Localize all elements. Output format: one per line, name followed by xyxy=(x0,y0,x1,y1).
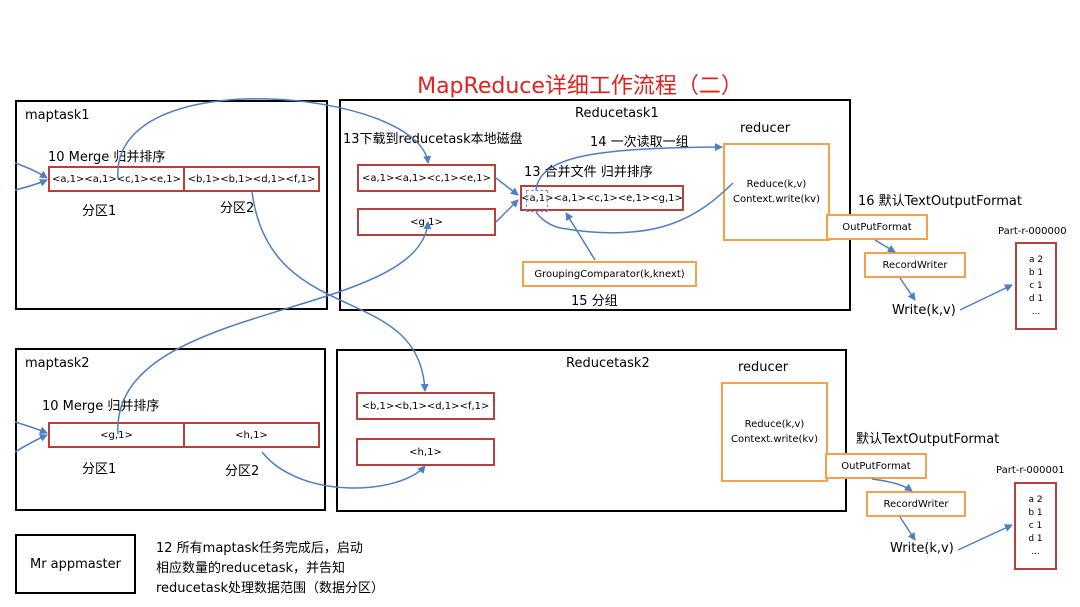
output-format-label-2: 默认TextOutputFormat xyxy=(856,432,1000,447)
reducetask1-group-highlight xyxy=(526,190,548,212)
reducetask1-download-label: 13下载到reducetask本地磁盘 xyxy=(343,132,523,147)
grouping-label: 15 分组 xyxy=(571,294,618,309)
reducetask2-file1: <b,1><b,1><d,1><f,1> xyxy=(356,392,495,420)
reducetask1-reducer-box: Reduce(k,v) Context.write(kv) xyxy=(723,143,830,241)
reducetask2-label: Reducetask2 xyxy=(566,356,650,371)
appmaster-note-line: 12 所有maptask任务完成后，启动 xyxy=(156,541,363,556)
maptask2-partition2: <h,1> xyxy=(183,422,320,448)
reducetask2-reducer-box: Reduce(k,v) Context.write(kv) xyxy=(721,382,828,482)
maptask2-merge-label: 10 Merge 归并排序 xyxy=(42,399,160,414)
appmaster-box: Mr appmaster xyxy=(15,534,136,594)
maptask2-partition1-label: 分区1 xyxy=(82,462,117,477)
part-file-1-line: b 1 xyxy=(1028,267,1044,278)
part-file-1-line: c 1 xyxy=(1029,280,1043,291)
output-arrow-2c xyxy=(957,524,1013,551)
output-format-box-1: OutPutFormat xyxy=(826,214,928,240)
output-arrow-1c xyxy=(959,284,1013,311)
maptask2-partition2-label: 分区2 xyxy=(225,464,260,479)
reducetask2-reduce-call: Reduce(k,v) xyxy=(744,419,805,430)
record-writer-box-1: RecordWriter xyxy=(864,252,966,278)
write-label-1: Write(k,v) xyxy=(892,303,956,318)
part-file-2-line: ... xyxy=(1031,546,1040,557)
maptask1-merge-label: 10 Merge 归并排序 xyxy=(48,150,166,165)
maptask1-partition1-label: 分区1 xyxy=(82,204,117,219)
maptask1-partition2-label: 分区2 xyxy=(220,201,255,216)
maptask2-label: maptask2 xyxy=(25,356,90,371)
part-file-1-line: ... xyxy=(1031,306,1041,317)
part-file-2-line: d 1 xyxy=(1028,533,1043,544)
part-file-1-line: d 1 xyxy=(1028,293,1044,304)
maptask1-panel xyxy=(15,100,328,310)
appmaster-note: 12 所有maptask任务完成后，启动 相应数量的reducetask，并告知… xyxy=(156,539,384,599)
diagram-title: MapReduce详细工作流程（二） xyxy=(417,74,743,99)
output-format-box-2: OutPutFormat xyxy=(825,453,927,479)
part-file-2-line: a 2 xyxy=(1028,494,1043,505)
part-file-name-2: Part-r-000001 xyxy=(996,465,1065,476)
reducetask1-file2: <g,1> xyxy=(357,208,496,236)
part-file-2-line: b 1 xyxy=(1028,507,1043,518)
reducetask1-reducer-label: reducer xyxy=(740,121,791,136)
reducetask1-label: Reducetask1 xyxy=(575,106,659,121)
output-arrow-1b xyxy=(899,277,916,301)
part-file-name-1: Part-r-000000 xyxy=(998,226,1067,237)
maptask2-partition1: <g,1> xyxy=(48,422,185,448)
part-file-1-line: a 2 xyxy=(1028,254,1044,265)
reducetask1-reduce-call: Reduce(k,v) xyxy=(746,179,807,190)
record-writer-box-2: RecordWriter xyxy=(866,491,966,517)
output-format-label-1: 16 默认TextOutputFormat xyxy=(858,194,1022,209)
part-file-2-line: c 1 xyxy=(1028,520,1043,531)
output-arrow-2b xyxy=(899,516,916,541)
reducetask1-file1: <a,1><a,1><c,1><e,1> xyxy=(357,164,496,192)
output-arrow-2a xyxy=(871,478,913,492)
output-arrow-1a xyxy=(874,239,896,253)
reducetask2-context-write: Context.write(kv) xyxy=(730,434,818,445)
reducetask2-file2: <h,1> xyxy=(356,438,495,466)
appmaster-note-line: 相应数量的reducetask，并告知 xyxy=(156,561,346,576)
part-file-2: a 2 b 1 c 1 d 1 ... xyxy=(1014,482,1057,570)
appmaster-label: Mr appmaster xyxy=(29,556,121,572)
write-label-2: Write(k,v) xyxy=(890,541,954,556)
maptask1-partition2: <b,1><b,1><d,1><f,1> xyxy=(183,166,320,192)
maptask1-label: maptask1 xyxy=(25,108,90,123)
reducetask2-reducer-label: reducer xyxy=(738,360,789,375)
maptask1-partition1: <a,1><a,1><c,1><e,1> xyxy=(48,166,185,192)
reducetask1-merge-label: 13 合并文件 归并排序 xyxy=(524,165,653,180)
reducetask1-context-write: Context.write(kv) xyxy=(732,194,820,205)
appmaster-note-line: reducetask处理数据范围（数据分区） xyxy=(156,581,385,596)
grouping-comparator-box: GroupingComparator(k,knext) xyxy=(522,261,697,287)
reducetask1-read-group-label: 14 一次读取一组 xyxy=(590,135,689,150)
part-file-1: a 2 b 1 c 1 d 1 ... xyxy=(1015,242,1057,330)
